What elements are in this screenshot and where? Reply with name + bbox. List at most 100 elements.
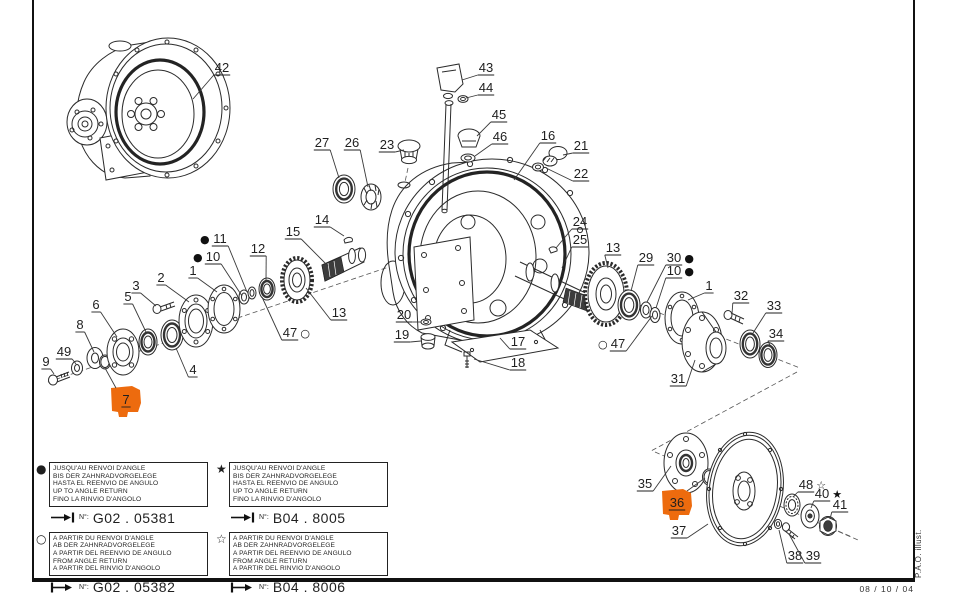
serial-code-row: N°: G02 . 05382 [50, 579, 208, 595]
main-housing [380, 63, 593, 368]
callout-12: 12 [249, 241, 267, 282]
serial-code: G02 . 05382 [92, 579, 176, 596]
svg-text:30: 30 [667, 250, 681, 265]
svg-text:22: 22 [574, 166, 588, 181]
svg-text:13: 13 [332, 305, 346, 320]
svg-text:31: 31 [671, 371, 685, 386]
legend-text-box: A PARTIR DU RENVOI D'ANGLE AB DER ZAHNRA… [229, 531, 388, 577]
serial-ref-label: N°: [259, 583, 269, 591]
svg-text:7: 7 [122, 392, 129, 407]
callout-24: 24 [555, 214, 589, 249]
callout-5: 5 [123, 289, 147, 333]
serial-ref-label: N°: [79, 583, 89, 591]
svg-text:☆: ☆ [816, 479, 826, 492]
legend-line: A PARTIR DU RENVOI D'ANGLE [233, 534, 334, 542]
callout-34: 34 [767, 326, 785, 346]
legend-line: UP TO ANGLE RETURN [233, 488, 308, 496]
right-parts-chain [583, 261, 778, 373]
callout-23: 23 [378, 137, 405, 153]
serial-code-row: N°: B04 . 8005 [230, 510, 388, 526]
svg-text:8: 8 [76, 317, 83, 332]
callout-44: 44 [465, 80, 495, 99]
svg-text:45: 45 [492, 107, 506, 122]
callout-22: 22 [545, 166, 590, 182]
svg-text:24: 24 [573, 214, 587, 229]
callout-3: 3 [131, 278, 157, 307]
callout-4: 4 [175, 347, 198, 378]
callout-1: 1 [188, 263, 218, 293]
legend-line: BIS DER ZAHNRADVORGELEGE [53, 472, 157, 480]
svg-text:48: 48 [799, 477, 813, 492]
callout-47: 47○ [598, 315, 653, 352]
legend-line: UP TO ANGLE RETURN [53, 488, 128, 496]
serial-code: B04 . 8005 [272, 509, 346, 526]
callout-40: 40★ [810, 486, 842, 509]
svg-text:19: 19 [395, 327, 409, 342]
callout-36: 36 [662, 477, 706, 520]
callout-2: 2 [156, 270, 190, 303]
callout-6: 6 [91, 297, 118, 338]
legend-line: JUSQU'AU RENVOI D'ANGLE [233, 465, 326, 472]
callout-9: 9 [41, 354, 55, 375]
open-star-marker-icon: ☆ [216, 531, 227, 546]
svg-text:36: 36 [670, 495, 684, 510]
callout-37: 37 [670, 523, 709, 539]
legend-line: FINO LA RINVIO D'ANGOLO [53, 495, 142, 503]
callout-8: 8 [75, 317, 95, 353]
svg-text:10: 10 [206, 249, 220, 264]
legend-line: FROM ANGLE RETURN [233, 557, 308, 565]
callout-35: 35 [636, 465, 672, 492]
svg-text:12: 12 [251, 241, 265, 256]
svg-text:23: 23 [380, 137, 394, 152]
svg-text:42: 42 [215, 60, 229, 75]
svg-text:●: ● [200, 233, 210, 246]
svg-text:38: 38 [788, 548, 802, 563]
svg-text:○: ○ [300, 327, 310, 340]
callout-43: 43 [461, 60, 495, 81]
svg-text:26: 26 [345, 135, 359, 150]
legend-line: A PARTIR DEL REENVIO DE ANGULO [233, 549, 352, 557]
date-code: 08 / 10 / 04 [859, 584, 914, 594]
svg-text:16: 16 [541, 128, 555, 143]
svg-text:★: ★ [832, 488, 842, 501]
svg-text:35: 35 [638, 476, 652, 491]
svg-text:3: 3 [132, 278, 139, 293]
legend-line: BIS DER ZAHNRADVORGELEGE [233, 472, 337, 480]
bar-to-arrow-icon [50, 582, 76, 593]
svg-text:15: 15 [286, 224, 300, 239]
legend-block-from-serial: ○ A PARTIR DU RENVOI D'ANGLE AB DER ZAHN… [36, 531, 208, 577]
serial-code: B04 . 8006 [272, 579, 346, 596]
legend-panel-b04: ★ JUSQU'AU RENVOI D'ANGLE BIS DER ZAHNRA… [216, 462, 388, 601]
callout-33: 33 [752, 298, 783, 334]
legend-line: AB DER ZAHNRADVORGELEGE [53, 542, 155, 550]
svg-text:10: 10 [667, 263, 681, 278]
svg-text:9: 9 [42, 354, 49, 369]
legend-text-box: JUSQU'AU RENVOI D'ANGLE BIS DER ZAHNRADV… [49, 462, 208, 507]
svg-text:18: 18 [511, 355, 525, 370]
svg-text:2: 2 [157, 270, 164, 285]
callout-21: 21 [562, 138, 590, 156]
svg-text:44: 44 [479, 80, 493, 95]
callout-19: 19 [393, 327, 422, 343]
svg-text:21: 21 [574, 138, 588, 153]
callout-25: 25 [561, 232, 589, 269]
legend-line: A PARTIR DEL REENVIO DE ANGULO [53, 549, 172, 557]
callout-13: 13 [305, 287, 348, 321]
legend-line: HASTA EL REENVIO DE ANGULO [53, 480, 159, 488]
svg-text:47: 47 [283, 325, 297, 340]
open-circle-marker-icon: ○ [36, 531, 47, 546]
callout-30: 30● [646, 250, 694, 303]
callout-26: 26 [343, 135, 369, 188]
callout-41: 41 [829, 497, 849, 520]
callout-31: 31 [669, 359, 696, 387]
svg-text:41: 41 [833, 497, 847, 512]
svg-text:49: 49 [57, 344, 71, 359]
legend-line: AB DER ZAHNRADVORGELEGE [233, 542, 335, 550]
illustrator-credit: P.A.O. illust. [914, 529, 923, 578]
callout-42: 42 [192, 60, 231, 100]
legend-text-box: JUSQU'AU RENVOI D'ANGLE BIS DER ZAHNRADV… [229, 462, 388, 507]
legend-line: HASTA EL REENVIO DE ANGULO [233, 480, 339, 488]
